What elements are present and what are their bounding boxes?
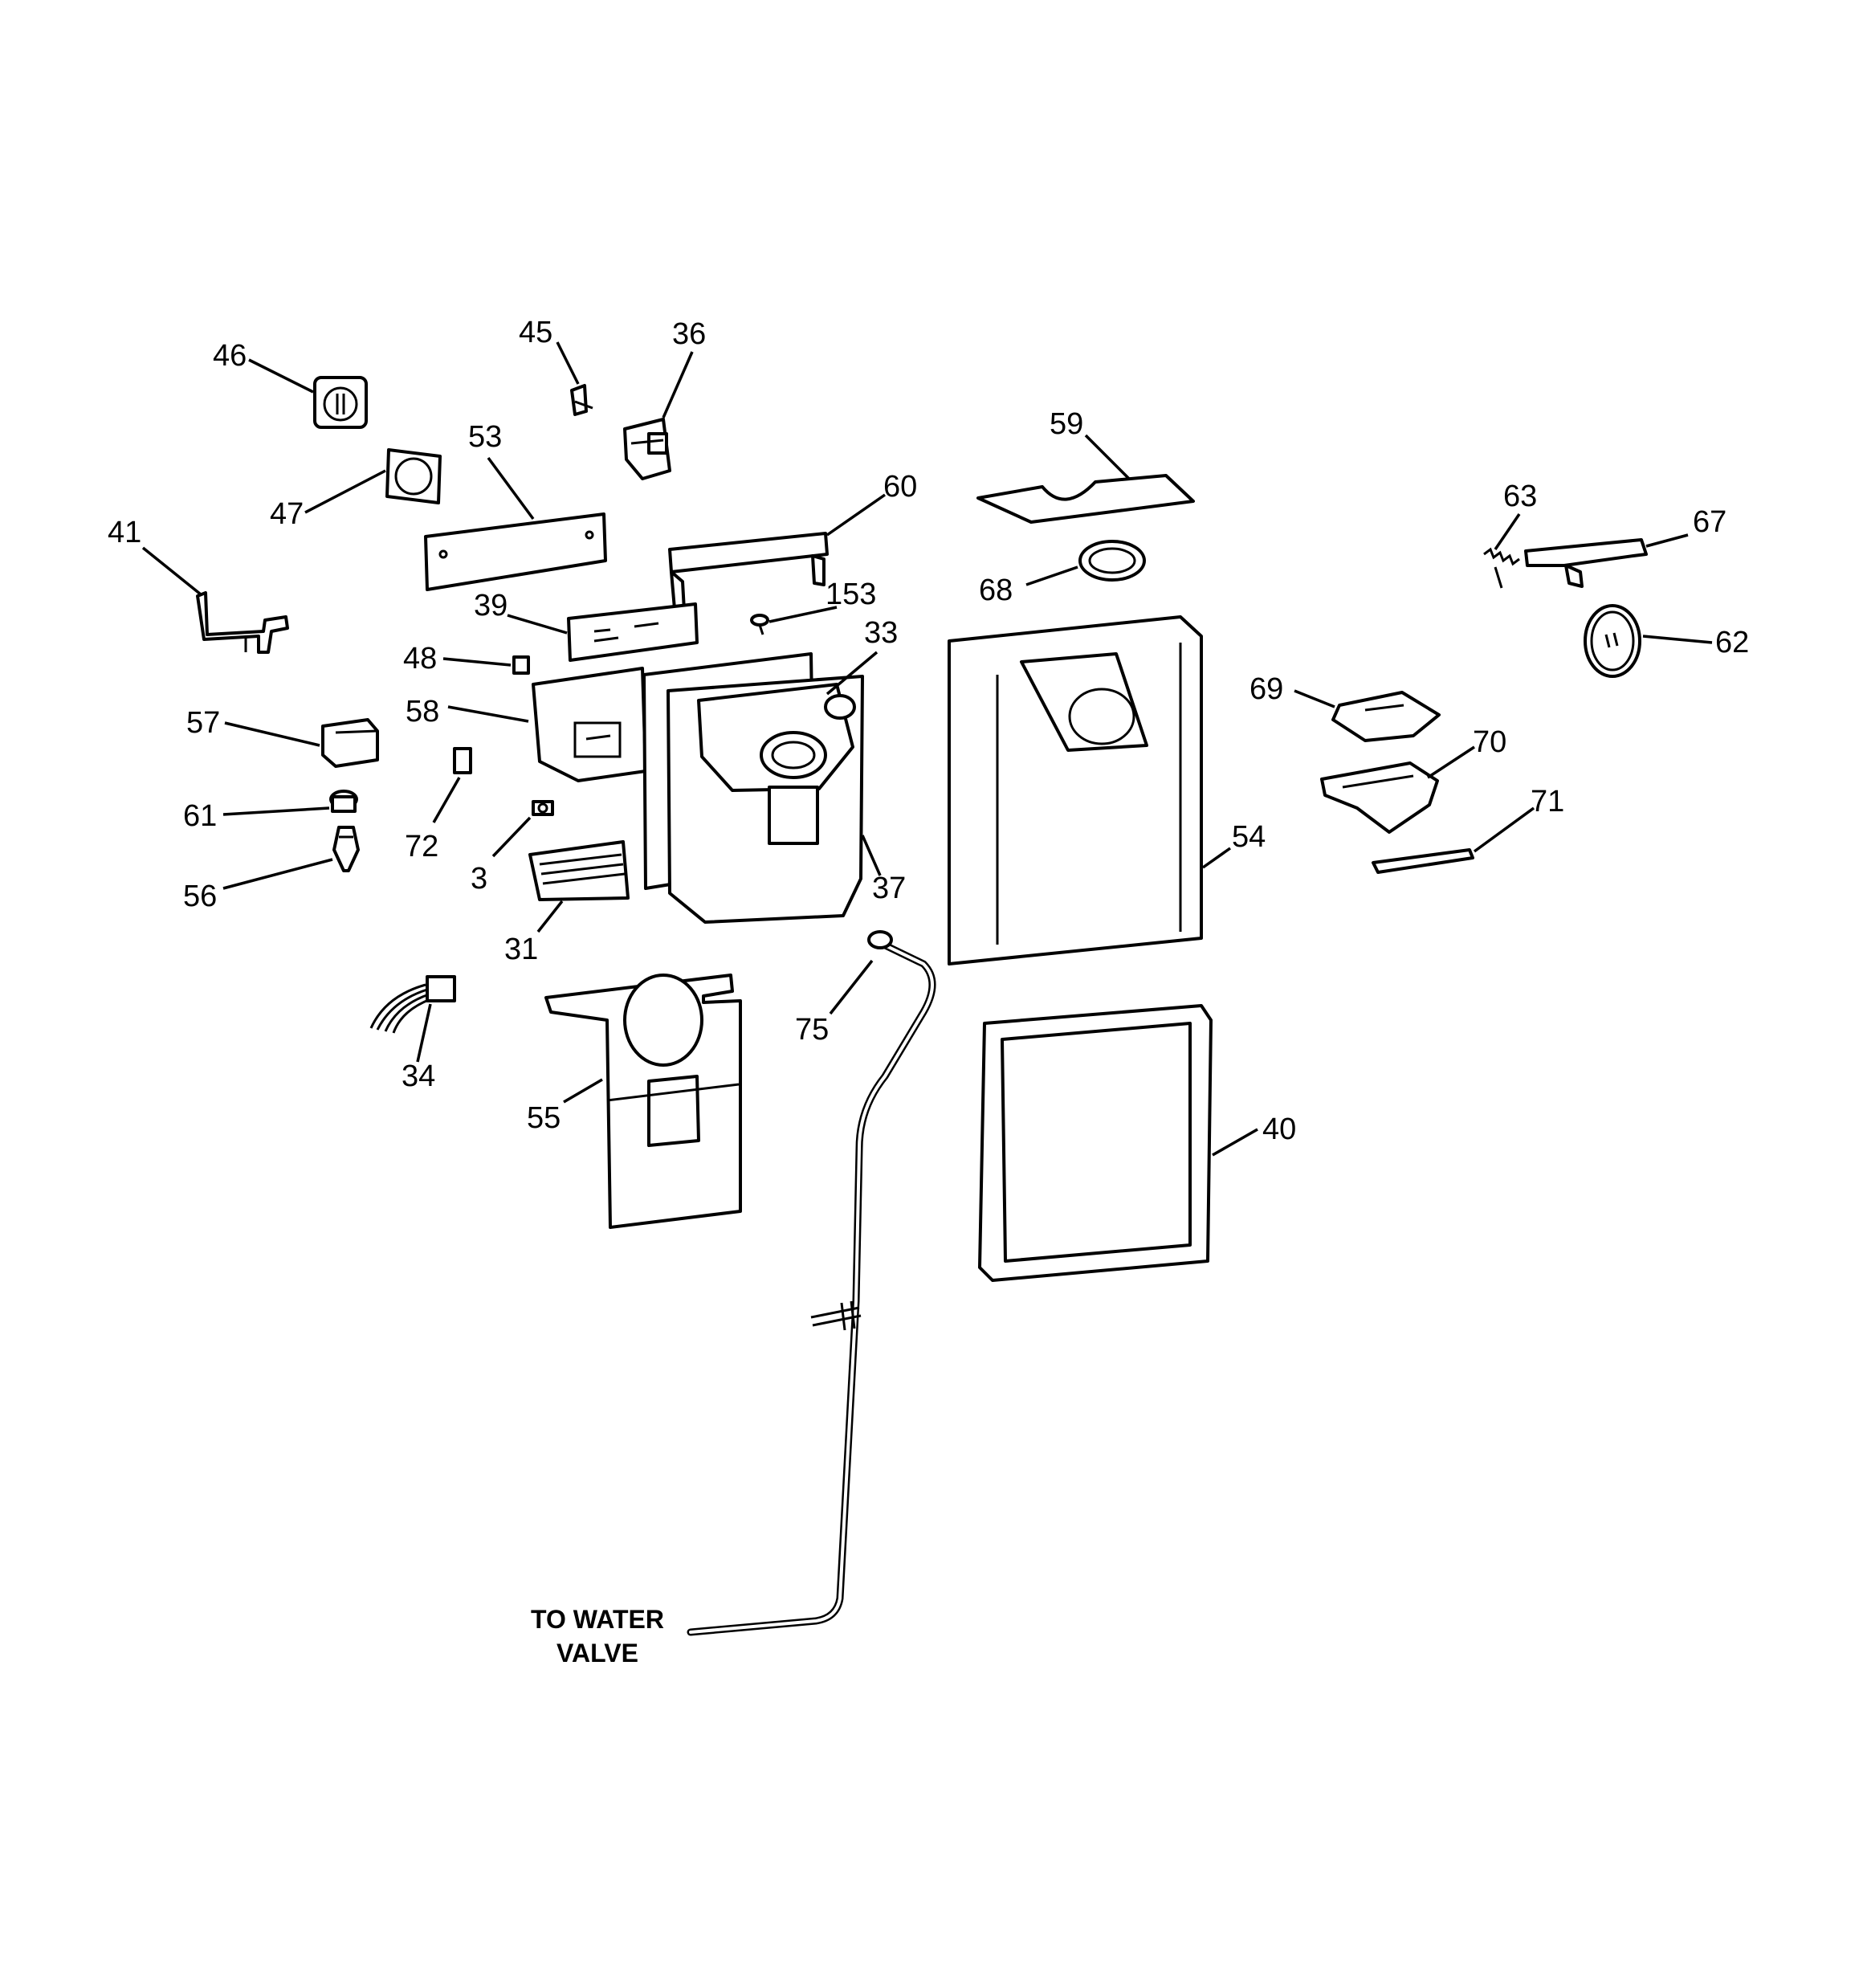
- part-62-lens: [1584, 604, 1641, 678]
- part-39-circuit-board: [567, 602, 699, 662]
- callout-45: 45: [519, 316, 552, 349]
- callout-63: 63: [1503, 480, 1537, 513]
- callout-61: 61: [183, 799, 217, 833]
- part-55-duct-cover: [544, 974, 742, 1229]
- part-59-plate: [976, 474, 1195, 524]
- callout-labels: 46 45 36 53 47 41 60 59 63 67 68 153 39 …: [108, 316, 1749, 1146]
- callout-33: 33: [864, 616, 898, 650]
- water-valve-note-line2: VALVE: [556, 1639, 638, 1668]
- callout-31: 31: [504, 933, 538, 966]
- part-57-block: [321, 718, 379, 768]
- part-41-bent-bracket: [196, 591, 289, 654]
- part-56-bulb: [332, 826, 360, 872]
- part-40-frame-gasket: [978, 1004, 1213, 1282]
- callout-70: 70: [1473, 725, 1506, 759]
- part-60-channel-cover: [668, 532, 829, 612]
- part-47-motor-plate: [385, 448, 442, 504]
- leader-lines: [141, 341, 1713, 1157]
- callout-67: 67: [1693, 505, 1726, 539]
- callout-59: 59: [1050, 407, 1083, 441]
- part-54-front-panel: [948, 615, 1203, 965]
- callout-72: 72: [405, 830, 438, 863]
- callout-153: 153: [826, 578, 876, 611]
- part-69-chute: [1331, 691, 1441, 742]
- callout-60: 60: [883, 470, 917, 504]
- callout-37: 37: [872, 872, 906, 905]
- water-valve-note-line1: TO WATER: [531, 1605, 664, 1634]
- part-48-switch: [512, 655, 530, 675]
- callout-56: 56: [183, 880, 217, 913]
- callout-71: 71: [1531, 785, 1564, 818]
- part-68-gasket-ring: [1078, 540, 1146, 582]
- part-71-pad: [1372, 848, 1474, 874]
- part-67-bracket: [1524, 538, 1648, 588]
- callout-53: 53: [468, 420, 502, 454]
- part-61-socket: [329, 790, 358, 813]
- callout-40: 40: [1262, 1112, 1296, 1146]
- callout-3: 3: [471, 862, 487, 896]
- callout-62: 62: [1715, 626, 1749, 659]
- callout-55: 55: [527, 1101, 561, 1135]
- part-53-panel: [424, 512, 607, 591]
- callout-39: 39: [474, 589, 508, 623]
- callout-57: 57: [186, 706, 220, 740]
- part-46-knob-housing: [313, 376, 368, 429]
- callout-58: 58: [406, 695, 439, 729]
- callout-54: 54: [1232, 820, 1266, 854]
- part-63-spring: [1483, 547, 1520, 589]
- part-37-dispenser-housing: [642, 652, 864, 924]
- callout-75: 75: [795, 1013, 829, 1047]
- part-70-tray: [1320, 761, 1439, 834]
- callout-68: 68: [979, 574, 1013, 607]
- part-72-clip: [453, 747, 472, 774]
- callout-34: 34: [402, 1059, 435, 1093]
- part-153-screw: [750, 614, 769, 635]
- part-36-bracket: [623, 418, 671, 480]
- part-75-water-tube: [687, 930, 936, 1636]
- part-45-clip: [570, 384, 593, 416]
- callout-69: 69: [1249, 672, 1283, 706]
- callout-48: 48: [403, 642, 437, 676]
- callout-47: 47: [270, 497, 304, 531]
- part-34-wire-harness: [369, 975, 456, 1034]
- callout-46: 46: [213, 339, 247, 373]
- part-58-control-housing: [532, 667, 647, 782]
- part-31-drip-tray: [528, 840, 630, 901]
- callout-36: 36: [672, 317, 706, 351]
- part-3-fitting: [532, 800, 554, 816]
- water-valve-note: TO WATER VALVE: [531, 1605, 664, 1668]
- callout-41: 41: [108, 516, 141, 549]
